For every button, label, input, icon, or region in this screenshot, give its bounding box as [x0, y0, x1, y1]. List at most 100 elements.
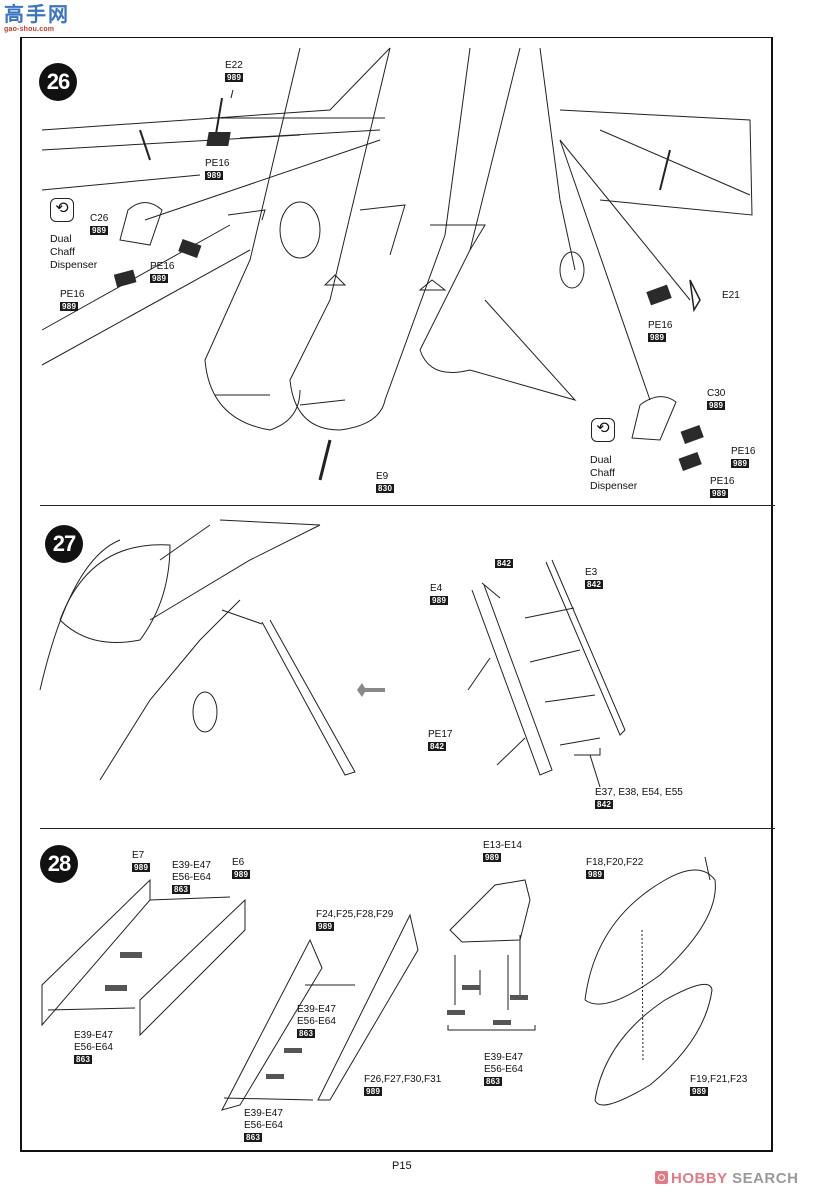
label-f19-f21-f23: F19,F21,F23 989	[690, 1074, 747, 1098]
label-pe16-top: PE16 989	[205, 158, 229, 182]
color-code: 989	[90, 226, 109, 235]
color-code: 989	[150, 274, 169, 283]
part-number: C30	[707, 388, 726, 399]
site-logo-chars: 高手网	[4, 4, 70, 26]
color-code: 989	[690, 1087, 709, 1096]
label-e9: E9 830	[376, 471, 395, 495]
part-number: E39-E47	[244, 1108, 283, 1119]
site-logo-url: gao-shou.com	[4, 26, 55, 33]
part-number: E56-E64	[297, 1016, 336, 1027]
color-code: 863	[244, 1133, 263, 1142]
color-code: 989	[60, 302, 79, 311]
label-e22: E22 989	[225, 60, 244, 84]
step-number-26: 26	[39, 63, 77, 101]
part-number: E56-E64	[244, 1120, 283, 1131]
part-number: F18,F20,F22	[586, 857, 644, 868]
color-code: 989	[132, 863, 151, 872]
label-e21: E21	[722, 290, 740, 302]
label-f18-f20-f22: F18,F20,F22 989	[586, 857, 643, 881]
hobby-search-watermark: HOBBY SEARCH	[655, 1170, 798, 1187]
pylon-clip-parts	[105, 952, 528, 1079]
site-logo: 高手网 gao-shou.com	[4, 4, 76, 38]
label-e39-e: E39-E47 E56-E64 863	[484, 1052, 523, 1088]
part-number: C26	[90, 213, 109, 224]
color-code: 989	[225, 73, 244, 82]
color-code: 989	[710, 489, 729, 498]
chaff-caption-right: Dual Chaff Dispenser	[590, 454, 637, 493]
label-e37-e38-e54-e55: E37, E38, E54, E55 842	[595, 787, 683, 811]
label-f24-f25-f28-f29: F24,F25,F28,F29 989	[316, 909, 393, 933]
color-code: 989	[205, 171, 224, 180]
label-e39-b: E39-E47 E56-E64 863	[74, 1030, 113, 1066]
step-divider	[40, 505, 775, 506]
step-divider	[40, 828, 775, 829]
label-e6: E6 989	[232, 857, 251, 881]
part-number: E21	[722, 290, 740, 301]
color-code: 863	[484, 1077, 503, 1086]
part-number: E13-E14	[483, 840, 522, 851]
chaff-part-c26	[119, 202, 163, 246]
part-number: PE16	[731, 446, 756, 457]
color-code: 989	[483, 853, 502, 862]
rotate-icon: ⟲	[591, 418, 615, 442]
label-f26-f27-f30-f31: F26,F27,F30,F31 989	[364, 1074, 441, 1098]
label-pe16-r1: PE16 989	[731, 446, 755, 470]
label-c26: C26 989	[90, 213, 108, 237]
part-number: E6	[232, 857, 245, 868]
part-number: E9	[376, 471, 389, 482]
watermark-text-b: SEARCH	[727, 1170, 799, 1187]
caption-line: Dual	[50, 233, 72, 245]
color-code: 842	[595, 800, 614, 809]
part-number: E56-E64	[484, 1064, 523, 1075]
caption-line: Dispenser	[50, 259, 98, 271]
color-code: 989	[648, 333, 667, 342]
label-e39-a: E39-E47 E56-E64 863	[172, 860, 211, 896]
part-number: F19,F21,F23	[690, 1074, 748, 1085]
part-number: E39-E47	[172, 860, 211, 871]
color-code: 989	[707, 401, 726, 410]
part-number: E3	[585, 567, 598, 578]
part-number: E7	[132, 850, 145, 861]
part-number: E56-E64	[74, 1042, 113, 1053]
rotate-icon: ⟲	[50, 198, 74, 222]
caption-line: Chaff	[50, 246, 75, 258]
part-e4-e3-drawing	[467, 559, 626, 788]
color-code: 989	[232, 870, 251, 879]
part-number: E22	[225, 60, 243, 71]
caption-line: Dual	[590, 454, 612, 466]
label-e4: E4 989	[430, 583, 449, 607]
label-top-code: 842	[495, 558, 514, 570]
part-number: PE16	[710, 476, 735, 487]
label-pe16-right: PE16 989	[648, 320, 672, 344]
part-number: F26,F27,F30,F31	[364, 1074, 442, 1085]
hobby-search-logo-icon	[655, 1171, 668, 1184]
color-code: 989	[364, 1087, 383, 1096]
color-code: 842	[585, 580, 604, 589]
pylon-parts-drawing	[41, 856, 716, 1111]
label-pe16-mid: PE16 989	[150, 261, 174, 285]
label-pe17: PE17 842	[428, 729, 452, 753]
cockpit-side-drawing	[39, 519, 356, 781]
color-code: 863	[172, 885, 191, 894]
part-number: E4	[430, 583, 443, 594]
etched-parts	[113, 132, 704, 471]
color-code: 989	[731, 459, 750, 468]
label-c30: C30 989	[707, 388, 725, 412]
label-e39-d: E39-E47 E56-E64 863	[244, 1108, 283, 1144]
watermark-text-a: HOBBY	[671, 1170, 728, 1187]
part-number: E39-E47	[297, 1004, 336, 1015]
part-number: PE17	[428, 729, 453, 740]
part-number: E39-E47	[484, 1052, 523, 1063]
step-number-28: 28	[40, 845, 78, 883]
step-number-27: 27	[45, 525, 83, 563]
part-number: F24,F25,F28,F29	[316, 909, 394, 920]
part-number: PE16	[150, 261, 175, 272]
aircraft-underside-drawing	[41, 47, 753, 481]
part-number: E39-E47	[74, 1030, 113, 1041]
page-number: P15	[392, 1160, 412, 1172]
label-e7: E7 989	[132, 850, 151, 874]
color-code: 863	[297, 1029, 316, 1038]
color-code: 989	[430, 596, 449, 605]
color-code: 842	[428, 742, 447, 751]
